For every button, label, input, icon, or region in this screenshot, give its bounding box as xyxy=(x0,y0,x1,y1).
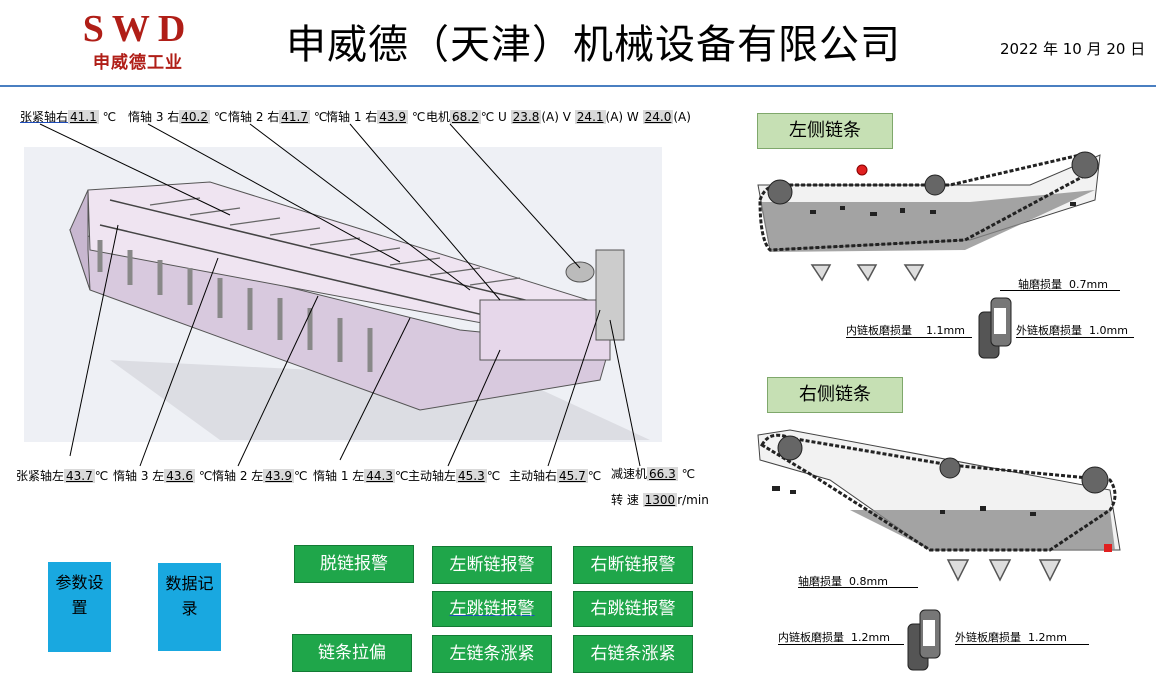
hoppers xyxy=(946,559,1062,582)
right-tension-alarm[interactable]: 右链条涨紧 xyxy=(573,635,693,673)
right-jump-alarm[interactable]: 右跳链报警 xyxy=(573,591,693,627)
left-tension-alarm[interactable]: 左链条涨紧 xyxy=(432,635,552,673)
coal-pieces xyxy=(772,486,1036,516)
right-inner-wear: 内链板磨损量 1.2mm xyxy=(778,631,890,644)
date-display: 2022 年 10 月 20 日 xyxy=(1000,40,1146,58)
sprocket-left xyxy=(767,179,793,205)
alarm-indicator-square xyxy=(1104,544,1112,552)
support-legs xyxy=(97,240,373,372)
off-chain-alarm[interactable]: 脱链报警 xyxy=(294,545,414,583)
right-shaft-wear: 轴磨损量 0.8mm xyxy=(798,575,888,588)
swd-logo-mark: SWD xyxy=(83,8,194,50)
left-break-alarm[interactable]: 左断链报警 xyxy=(432,546,552,584)
left-shaft-wear-line xyxy=(1000,290,1120,291)
sprocket-mid xyxy=(924,174,946,196)
right-chain-diagram xyxy=(757,429,1121,582)
reading-currents: U 23.8(A) V 24.1(A) W 24.0(A) xyxy=(498,110,691,124)
conveyor-diagram xyxy=(24,123,662,467)
trough-fill xyxy=(760,190,1095,252)
left-inner-wear: 内链板磨损量 1.1mm xyxy=(846,324,965,337)
motor xyxy=(565,261,595,283)
trough-end-left xyxy=(69,189,91,291)
chain-deviation-alarm[interactable]: 链条拉偏 xyxy=(292,634,412,672)
right-break-alarm[interactable]: 右断链报警 xyxy=(573,546,693,584)
gear-box xyxy=(595,249,625,341)
right-chain-link-icon xyxy=(907,609,941,671)
left-chain-diagram xyxy=(757,151,1101,282)
right-inner-wear-line xyxy=(778,644,904,645)
sprocket-right xyxy=(1071,151,1099,179)
sprocket-right xyxy=(1081,466,1109,494)
cross-slats xyxy=(149,197,521,286)
alarm-indicator-dot xyxy=(856,164,868,176)
logo-subtitle: 申威德工业 xyxy=(93,53,183,73)
rail-upper xyxy=(109,199,601,319)
trough-fill xyxy=(850,510,1115,550)
params-settings-button[interactable]: 参数设置 xyxy=(48,562,111,652)
header-divider xyxy=(0,85,1156,87)
data-records-button[interactable]: 数据记录 xyxy=(158,563,221,651)
leader-lines xyxy=(39,123,641,467)
chain-path xyxy=(760,433,1117,552)
right-outer-wear-line xyxy=(955,644,1089,645)
left-chain-title: 左侧链条 xyxy=(757,113,893,149)
left-jump-alarm[interactable]: 左跳链报警 xyxy=(432,591,552,627)
coal-pieces xyxy=(810,202,1076,216)
page-title: 申威德（天津）机械设备有限公司 xyxy=(286,22,901,68)
right-outer-wear: 外链板磨损量 1.2mm xyxy=(955,631,1067,644)
logo-text: SWD xyxy=(83,8,194,50)
left-outer-wear-line xyxy=(1016,337,1134,338)
company-logo: SWD 申威德工业 xyxy=(58,6,218,76)
right-chain-title: 右侧链条 xyxy=(767,377,903,413)
sprocket-left xyxy=(777,435,803,461)
hoppers xyxy=(810,264,925,282)
right-shaft-wear-line xyxy=(798,587,918,588)
left-shaft-wear: 轴磨损量 0.7mm xyxy=(1018,278,1108,291)
left-inner-wear-line xyxy=(846,337,972,338)
sprocket-mid xyxy=(939,457,961,479)
left-outer-wear: 外链板磨损量 1.0mm xyxy=(1016,324,1128,337)
left-chain-link-icon xyxy=(978,297,1012,359)
drive-housing xyxy=(479,299,611,361)
